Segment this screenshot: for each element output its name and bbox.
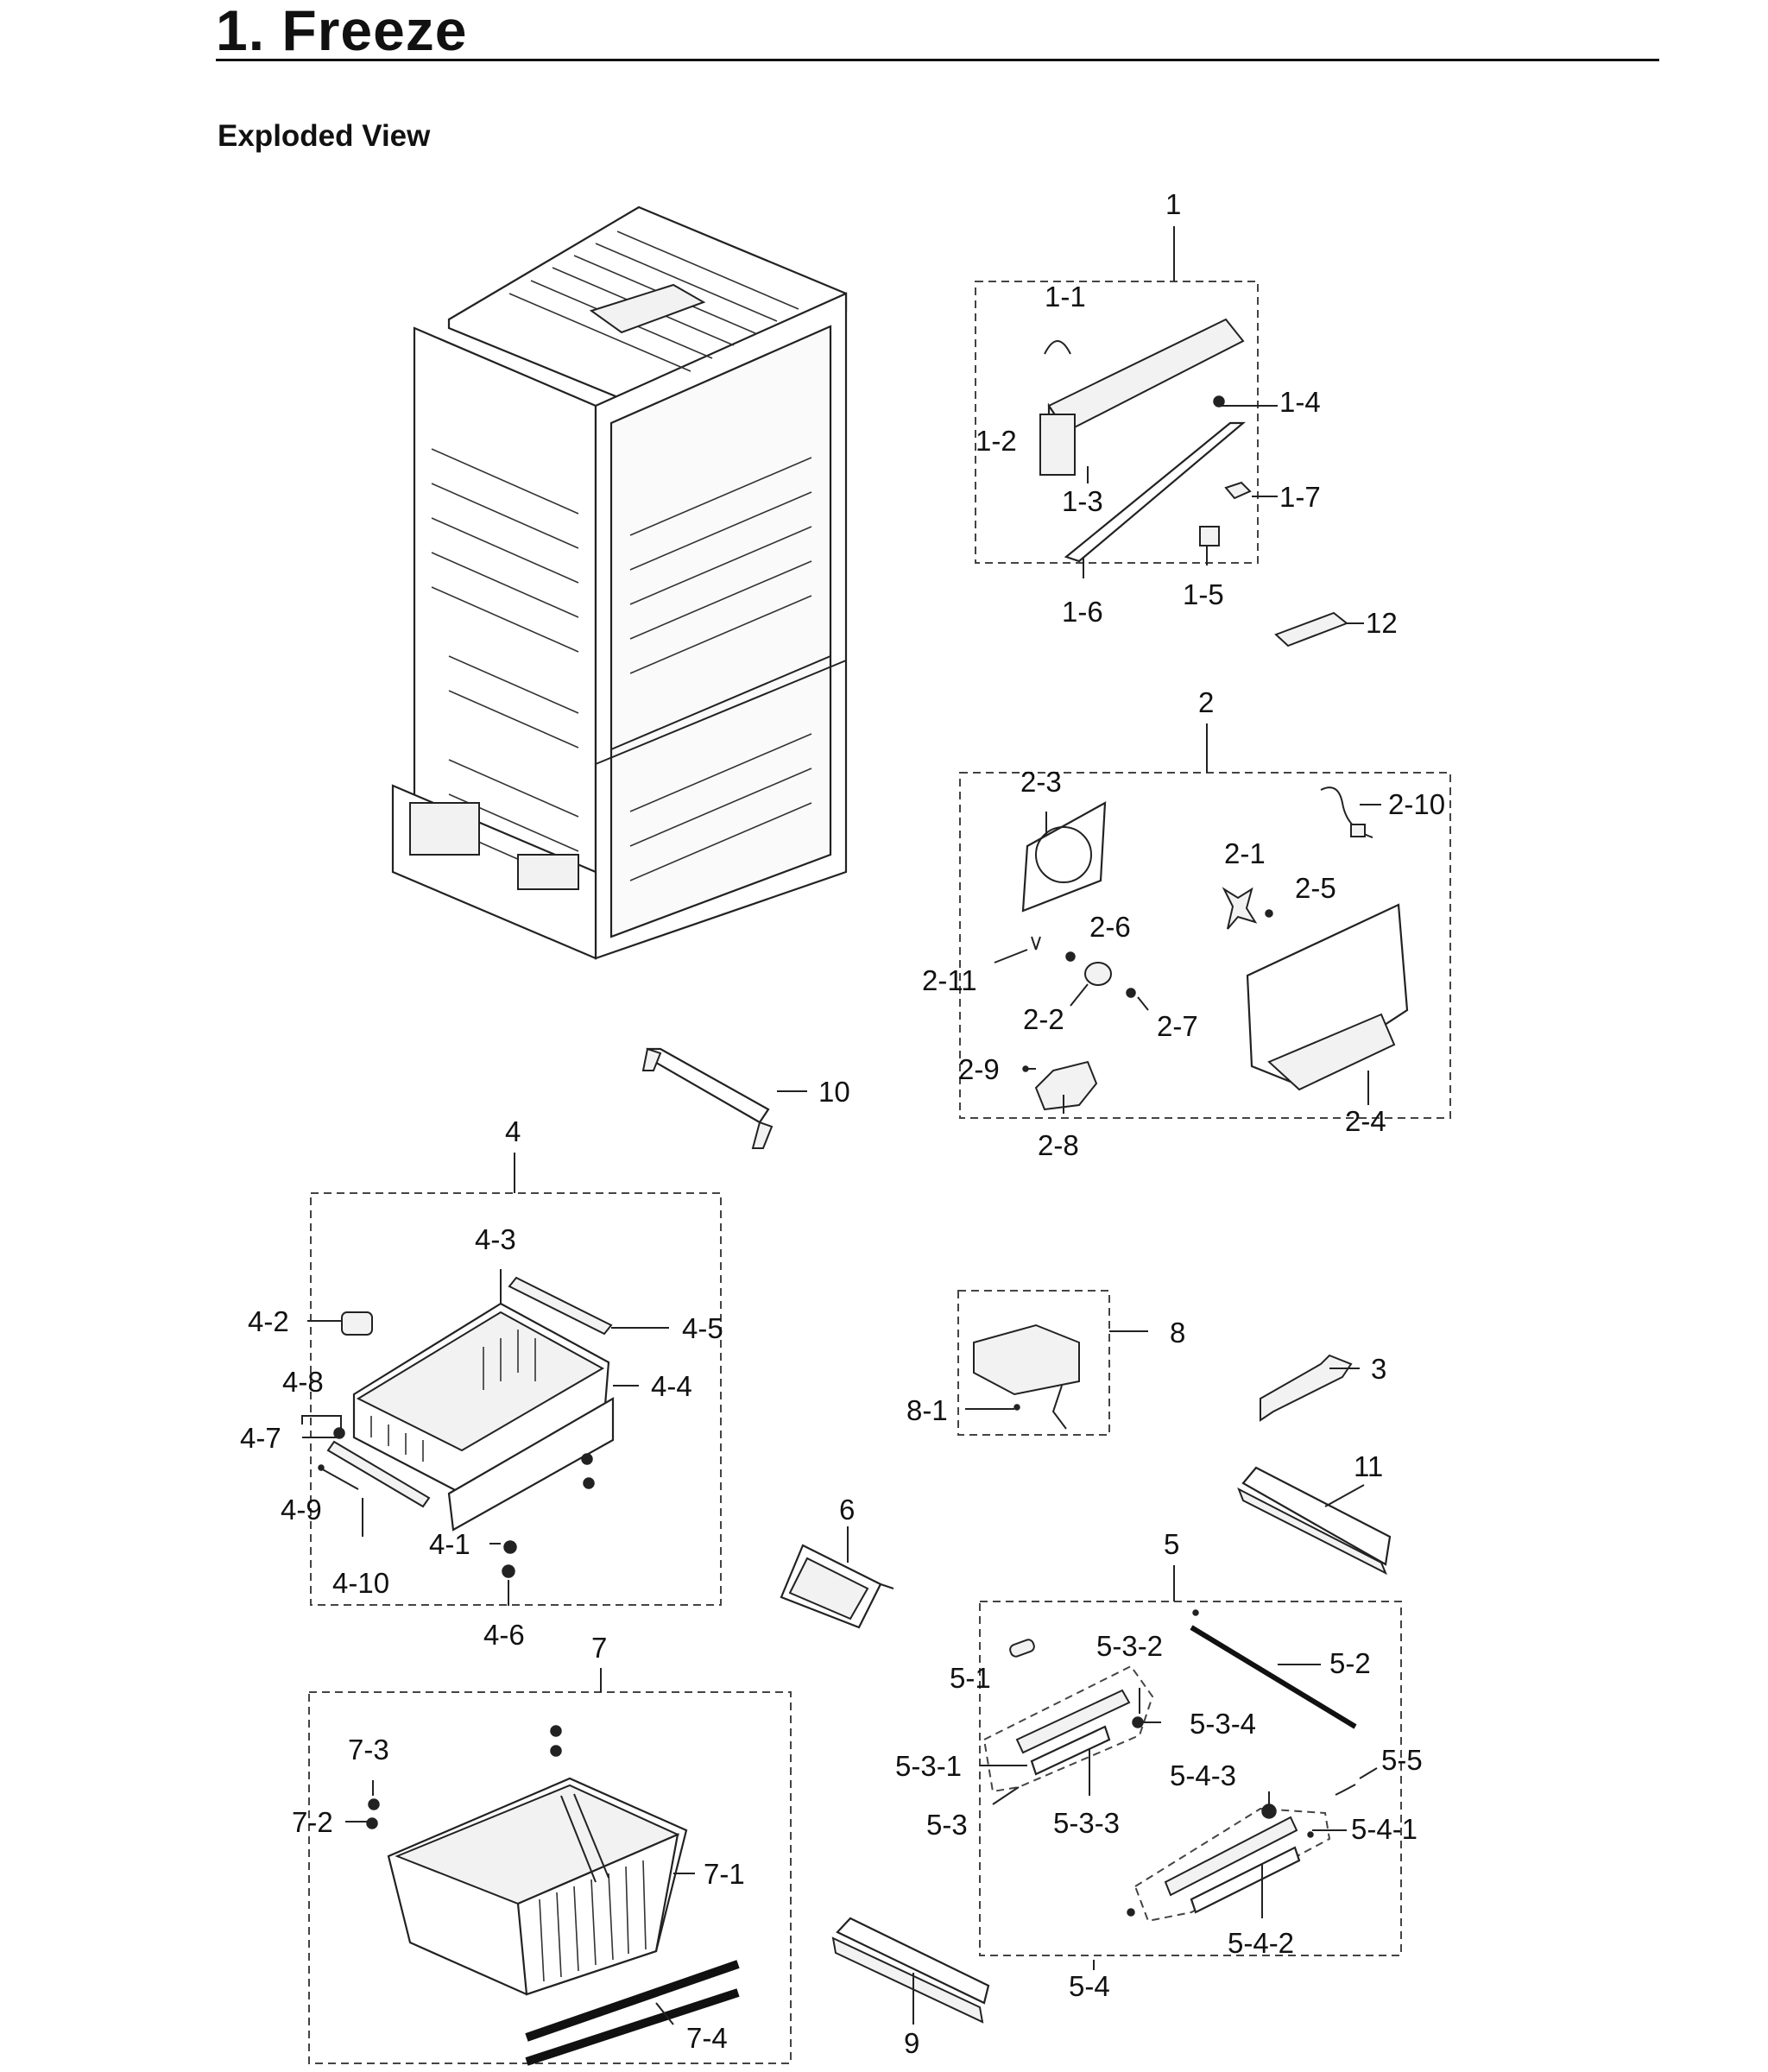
label-6: 6 <box>839 1494 855 1526</box>
label-7: 7 <box>591 1632 607 1664</box>
label-2-1: 2-1 <box>1224 837 1266 869</box>
label-7-4: 7-4 <box>686 2022 728 2054</box>
label-7-1: 7-1 <box>704 1858 745 1890</box>
label-4-4: 4-4 <box>651 1370 692 1402</box>
group-8 <box>957 1290 1148 1436</box>
label-7-3: 7-3 <box>348 1734 389 1766</box>
label-5-3-4: 5-3-4 <box>1190 1708 1256 1740</box>
label-2-5: 2-5 <box>1295 872 1336 904</box>
title-rule <box>216 59 1659 61</box>
label-5-1: 5-1 <box>950 1662 991 1694</box>
label-9: 9 <box>904 2027 919 2059</box>
label-4-7: 4-7 <box>240 1422 281 1454</box>
label-1-4: 1-4 <box>1279 386 1321 418</box>
label-4-1: 4-1 <box>429 1528 470 1560</box>
section-title: Exploded View <box>218 119 431 153</box>
label-1-6: 1-6 <box>1062 596 1103 628</box>
label-1-2: 1-2 <box>976 425 1017 457</box>
label-1-1: 1-1 <box>1045 281 1086 313</box>
label-2-6: 2-6 <box>1089 911 1131 943</box>
label-5-4-2: 5-4-2 <box>1228 1927 1294 1959</box>
label-5-4: 5-4 <box>1069 1970 1110 2002</box>
label-12: 12 <box>1366 607 1398 639</box>
label-8: 8 <box>1170 1317 1185 1349</box>
part-12 <box>1274 611 1364 648</box>
cabinet-illustration <box>391 205 848 960</box>
label-2-3: 2-3 <box>1020 766 1062 798</box>
label-2-2: 2-2 <box>1023 1003 1064 1035</box>
label-2: 2 <box>1198 686 1214 718</box>
label-2-11: 2-11 <box>922 964 977 996</box>
label-1-5: 1-5 <box>1183 578 1224 610</box>
part-10 <box>641 1047 807 1149</box>
label-2-9: 2-9 <box>958 1053 1000 1085</box>
part-6 <box>780 1526 894 1629</box>
label-2-8: 2-8 <box>1038 1129 1079 1161</box>
label-5-3-1: 5-3-1 <box>895 1750 962 1782</box>
page-title: 1. Freeze <box>216 0 468 62</box>
label-5: 5 <box>1164 1528 1179 1560</box>
label-5-5: 5-5 <box>1381 1744 1423 1776</box>
label-1: 1 <box>1165 188 1181 220</box>
part-11 <box>1237 1466 1392 1576</box>
label-10: 10 <box>818 1076 850 1108</box>
label-5-3-2: 5-3-2 <box>1096 1630 1163 1662</box>
label-2-7: 2-7 <box>1157 1010 1198 1042</box>
label-7-2: 7-2 <box>292 1806 333 1838</box>
group-5 <box>979 1565 1402 1970</box>
label-4-3: 4-3 <box>475 1223 516 1255</box>
label-4-6: 4-6 <box>483 1619 525 1651</box>
label-1-3: 1-3 <box>1062 485 1103 517</box>
group-7 <box>308 1668 792 2066</box>
label-2-10: 2-10 <box>1388 788 1445 820</box>
label-4: 4 <box>505 1115 521 1147</box>
label-4-8: 4-8 <box>282 1366 324 1398</box>
label-3: 3 <box>1371 1353 1386 1385</box>
group-1 <box>975 226 1278 578</box>
label-2-4: 2-4 <box>1345 1105 1386 1137</box>
callout-labels: 1 1-1 1-2 1-3 1-4 1-5 1-6 1-7 12 2 2-1 2… <box>240 188 1445 2059</box>
label-4-5: 4-5 <box>682 1312 723 1344</box>
label-4-10: 4-10 <box>332 1567 389 1599</box>
group-2 <box>959 723 1451 1119</box>
label-11: 11 <box>1354 1450 1383 1482</box>
label-1-7: 1-7 <box>1279 481 1321 513</box>
label-5-3: 5-3 <box>926 1809 968 1841</box>
label-4-2: 4-2 <box>248 1305 289 1337</box>
label-4-9: 4-9 <box>281 1494 322 1526</box>
label-5-3-3: 5-3-3 <box>1053 1807 1120 1839</box>
label-8-1: 8-1 <box>906 1394 948 1426</box>
label-5-4-3: 5-4-3 <box>1170 1759 1236 1791</box>
label-5-4-1: 5-4-1 <box>1351 1813 1418 1845</box>
group-4 <box>301 1153 722 1606</box>
part-3 <box>1260 1354 1360 1422</box>
label-5-2: 5-2 <box>1329 1647 1371 1679</box>
part-9 <box>831 1917 990 2025</box>
